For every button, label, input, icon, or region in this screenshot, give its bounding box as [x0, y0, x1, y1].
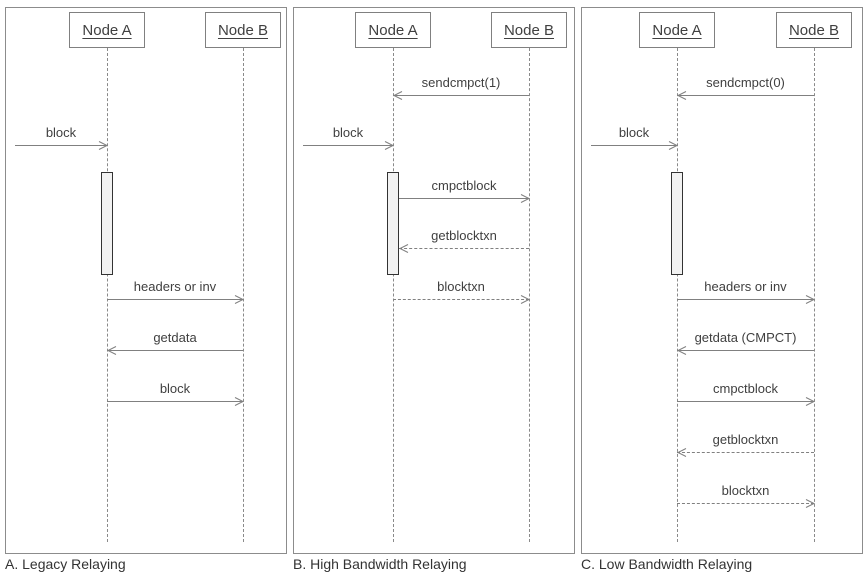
panel-caption-high-bandwidth: B. High Bandwidth Relaying: [293, 556, 467, 572]
message-label: getdata: [153, 330, 197, 345]
node-b-box-label: Node B: [503, 21, 555, 39]
node-a-box-label: Node A: [368, 21, 418, 39]
message-line-block: [15, 145, 107, 146]
activation-bar-node-a: [671, 172, 683, 275]
arrowhead-icon: [676, 448, 687, 457]
arrowhead-icon: [384, 141, 395, 150]
message-label: getdata (CMPCT): [694, 330, 797, 345]
arrowhead-icon: [520, 295, 531, 304]
message-line-getblocktxn: [399, 248, 529, 249]
node-a-box: Node A: [355, 12, 431, 48]
panel-caption-legacy: A. Legacy Relaying: [5, 556, 126, 572]
message-line-headers-or-inv: [677, 299, 814, 300]
message-line-blocktxn: [677, 503, 814, 504]
message-line-sendcmpct-0-: [677, 95, 814, 96]
arrowhead-icon: [520, 194, 531, 203]
message-line-cmpctblock: [399, 198, 529, 199]
message-label: sendcmpct(1): [421, 75, 501, 90]
message-line-getdata-CMPCT-: [677, 350, 814, 351]
message-line-block: [591, 145, 677, 146]
panel-caption-low-bandwidth: C. Low Bandwidth Relaying: [581, 556, 753, 572]
message-label: blocktxn: [437, 279, 485, 294]
panel-low-bandwidth: [581, 7, 863, 554]
message-label: cmpctblock: [431, 178, 497, 193]
message-line-block: [107, 401, 243, 402]
arrowhead-icon: [676, 346, 687, 355]
message-label: block: [332, 125, 364, 140]
arrowhead-icon: [676, 91, 687, 100]
message-line-getblocktxn: [677, 452, 814, 453]
lifeline-node-b: [814, 48, 815, 542]
node-b-box-label: Node B: [217, 21, 269, 39]
lifeline-node-a: [677, 48, 678, 542]
node-b-box-label: Node B: [788, 21, 840, 39]
message-line-getdata: [107, 350, 243, 351]
arrowhead-icon: [398, 244, 409, 253]
arrowhead-icon: [805, 499, 816, 508]
message-label: sendcmpct(0): [706, 75, 785, 90]
arrowhead-icon: [668, 141, 679, 150]
message-label: block: [45, 125, 77, 140]
lifeline-node-a: [393, 48, 394, 542]
lifeline-node-b: [529, 48, 530, 542]
message-label: blocktxn: [721, 483, 770, 498]
message-label: block: [618, 125, 650, 140]
lifeline-node-a: [107, 48, 108, 542]
arrowhead-icon: [98, 141, 109, 150]
panel-legacy: [5, 7, 287, 554]
message-label: cmpctblock: [712, 381, 779, 396]
node-b-box: Node B: [205, 12, 281, 48]
message-line-headers-or-inv: [107, 299, 243, 300]
node-a-box-label: Node A: [82, 21, 132, 39]
node-a-box: Node A: [639, 12, 715, 48]
arrowhead-icon: [234, 397, 245, 406]
message-label: headers or inv: [133, 279, 217, 294]
message-label: getblocktxn: [431, 228, 497, 243]
arrowhead-icon: [106, 346, 117, 355]
message-line-sendcmpct-1-: [393, 95, 529, 96]
message-label: block: [159, 381, 191, 396]
node-b-box: Node B: [776, 12, 852, 48]
panel-high-bandwidth: [293, 7, 575, 554]
arrowhead-icon: [805, 295, 816, 304]
message-label: headers or inv: [704, 279, 787, 294]
node-a-box-label: Node A: [652, 21, 702, 39]
message-line-cmpctblock: [677, 401, 814, 402]
node-b-box: Node B: [491, 12, 567, 48]
activation-bar-node-a: [101, 172, 113, 275]
activation-bar-node-a: [387, 172, 399, 275]
node-a-box: Node A: [69, 12, 145, 48]
message-line-block: [303, 145, 393, 146]
arrowhead-icon: [234, 295, 245, 304]
message-line-blocktxn: [393, 299, 529, 300]
arrowhead-icon: [805, 397, 816, 406]
arrowhead-icon: [392, 91, 403, 100]
lifeline-node-b: [243, 48, 244, 542]
message-label: getblocktxn: [712, 432, 779, 447]
